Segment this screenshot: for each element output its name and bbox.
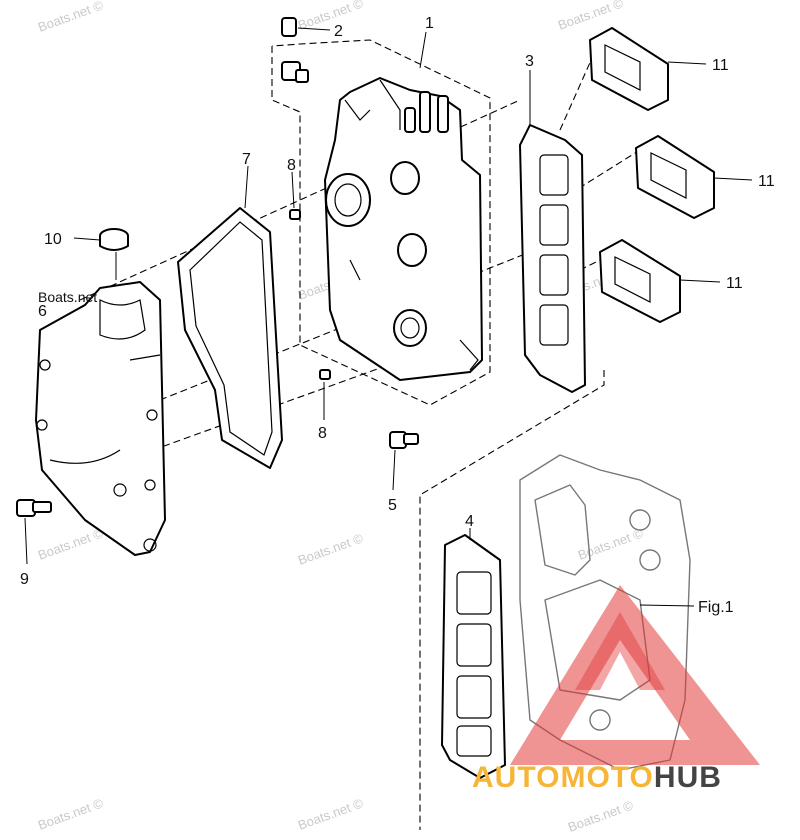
watermark: Boats.net © — [36, 525, 106, 563]
part-6-cover — [35, 281, 166, 556]
watermark: Boats.net © — [576, 525, 646, 563]
watermark: Boats.net © — [36, 795, 106, 833]
callout-11-b: 11 — [758, 173, 775, 190]
callout-7: 7 — [242, 151, 251, 168]
callout-11-c: 11 — [726, 275, 743, 292]
part-8-pin-upper — [289, 209, 301, 220]
callout-6: 6 — [38, 303, 47, 320]
watermark: Boats.net © — [556, 0, 626, 33]
callout-10: 10 — [44, 231, 62, 248]
part-3-gasket — [519, 124, 586, 393]
part-11-reed-valve-a — [589, 27, 669, 111]
fig1-frame — [419, 370, 605, 830]
automotohub-logo: AUTOMOTOHUB — [472, 585, 760, 794]
callout-9: 9 — [20, 571, 29, 588]
watermark: Boats.net © — [36, 0, 106, 35]
callout-8-lower: 8 — [318, 425, 327, 442]
watermark: Boats.net © — [296, 0, 366, 33]
inline-brand-text: Boats.net — [38, 289, 97, 305]
callout-8-upper: 8 — [287, 157, 296, 174]
warning-triangle-icon — [510, 585, 760, 765]
logo-text-hub: HUB — [654, 761, 722, 794]
callout-11-a: 11 — [712, 57, 729, 74]
part-4-gasket — [441, 534, 506, 779]
part-1-body — [324, 77, 483, 381]
callout-1: 1 — [425, 15, 434, 32]
part-9-bolt — [16, 499, 52, 517]
callout-3: 3 — [525, 53, 534, 70]
watermark: Boats.net © — [296, 530, 366, 568]
part-7-gasket — [177, 207, 283, 469]
watermark: Boats.net © — [296, 795, 366, 833]
callout-2: 2 — [334, 23, 343, 40]
part-2-fitting — [281, 17, 309, 83]
callout-5: 5 — [388, 497, 397, 514]
callout-labels: 1 2 3 4 5 6 7 8 8 9 10 11 11 11 Fig.1 Bo… — [20, 15, 775, 616]
assembly-outline-1 — [271, 39, 491, 406]
logo-text-automoto: AUTOMOTO — [472, 761, 654, 794]
callout-4: 4 — [465, 513, 474, 530]
part-10-cap — [99, 228, 129, 251]
leader-lines — [24, 27, 753, 607]
part-11-reed-valve-b — [635, 135, 715, 219]
logo-text: AUTOMOTOHUB — [472, 761, 722, 794]
part-8-pin-lower — [319, 369, 331, 380]
logo-a-icon — [575, 612, 665, 690]
callout-fig1: Fig.1 — [698, 599, 734, 616]
watermark: Boats.net © — [566, 797, 636, 835]
part-11-reed-valve-c — [599, 239, 681, 323]
part-5-bolt — [389, 431, 419, 449]
